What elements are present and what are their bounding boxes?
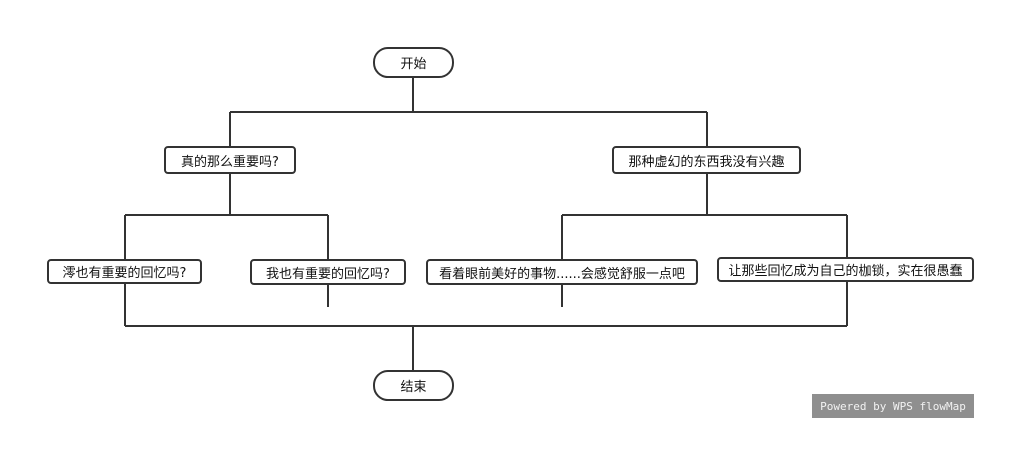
start-node: 开始 xyxy=(373,47,454,78)
look-beauty-node: 看着眼前美好的事物......会感觉舒服一点吧 xyxy=(426,259,698,285)
shackles-node: 让那些回忆成为自己的枷锁，实在很愚蠢 xyxy=(717,257,974,282)
end-node: 结束 xyxy=(373,370,454,401)
no-interest-node: 那种虚幻的东西我没有兴趣 xyxy=(612,146,801,174)
wps-flowmap-watermark: Powered by WPS flowMap xyxy=(812,394,974,418)
left-memory-node: 澪也有重要的回忆吗? xyxy=(47,259,202,284)
my-memory-node: 我也有重要的回忆吗? xyxy=(250,259,406,285)
question-important-node: 真的那么重要吗? xyxy=(164,146,296,174)
